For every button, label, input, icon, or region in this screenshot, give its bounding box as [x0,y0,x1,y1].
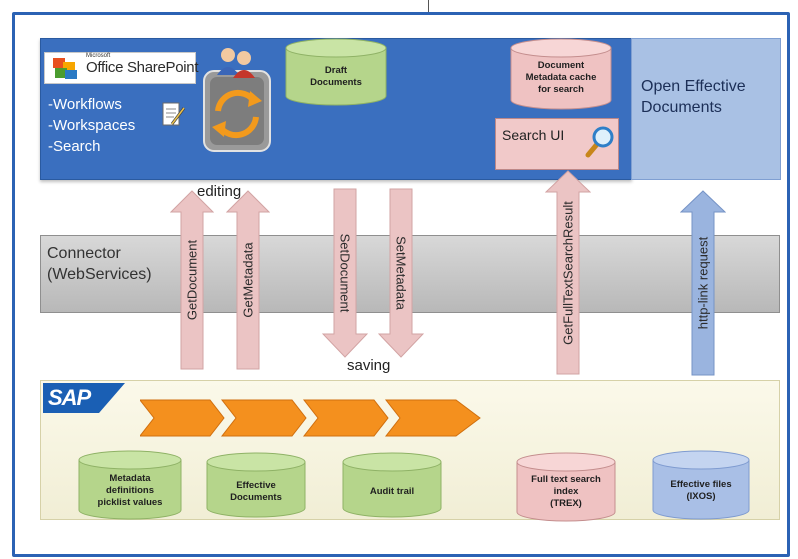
connector-label-line1: Connector [47,245,121,262]
fulltext-line1: Full text search [531,474,601,485]
workflow-users-icon [203,48,271,152]
effective-docs-line2: Documents [230,492,282,503]
cache-label-line1: Document [537,60,585,71]
audit-trail-line1: Audit trail [369,486,415,497]
fulltext-line2: index [553,486,579,497]
metadata-def-line3: picklist values [97,497,163,508]
get-fulltext-arrow: GetFullTextSearchResult [545,170,591,375]
sap-logo-text: SAP [48,385,91,410]
connector-label-line2: (WebServices) [47,266,152,283]
fulltext-line3: (TREX) [550,498,582,509]
process-chevrons [140,399,481,437]
draft-label-line2: Documents [310,77,362,88]
get-document-label: GetDocument [184,239,200,321]
metadata-cache-storage: Document Metadata cache for search [510,38,612,110]
set-document-label: SetDocument [337,233,353,313]
magnifier-icon [585,126,614,158]
office-logo-icon [53,58,77,79]
logo-small-text: Microsoft [86,53,111,59]
connector-label: Connector (WebServices) [47,243,152,285]
feature-search: -Search [48,138,101,155]
open-effective-label: Open Effective Documents [641,78,746,116]
metadata-def-line1: Metadata [109,473,151,484]
draft-label-line1: Draft [324,65,348,76]
logo-text: Office SharePoint [86,59,199,76]
audit-trail-storage: Audit trail [342,452,442,518]
set-document-arrow: SetDocument [322,188,368,358]
open-effective-panel [631,38,781,180]
effective-documents-storage: Effective Documents [206,452,306,518]
set-metadata-arrow: SetMetadata [378,188,424,358]
cache-label-line3: for search [538,84,584,95]
sharepoint-feature-list: -Workflows -Workspaces -Search [48,94,135,157]
office-sharepoint-logo [44,52,196,84]
get-metadata-label: GetMetadata [240,242,256,318]
feature-workflows: -Workflows [48,96,122,113]
search-ui-label: Search UI [502,127,565,143]
http-link-label: http-link request [695,236,711,330]
get-fulltext-label: GetFullTextSearchResult [560,200,576,345]
metadata-def-line2: definitions [105,485,155,496]
process-step-3 [302,399,389,437]
metadata-definitions-storage: Metadata definitions picklist values [78,450,182,520]
effective-files-line2: (IXOS) [686,491,716,502]
get-document-arrow: GetDocument [170,190,214,370]
editing-label: editing [197,183,242,200]
effective-docs-line1: Effective [236,480,276,491]
form-edit-icon [162,102,186,126]
get-metadata-arrow: GetMetadata [226,190,270,370]
http-link-arrow: http-link request [680,190,726,376]
effective-files-storage: Effective files (IXOS) [652,450,750,520]
saving-label: saving [347,357,391,374]
cache-label-line2: Metadata cache [525,72,597,83]
set-metadata-label: SetMetadata [393,236,409,310]
fulltext-index-storage: Full text search index (TREX) [516,452,616,522]
sap-logo: SAP [43,383,125,413]
feature-workspaces: -Workspaces [48,117,136,134]
process-step-2 [220,399,307,437]
draft-documents-storage: Draft Documents [285,38,387,106]
top-tick-mark [428,0,429,12]
process-step-1 [140,399,225,437]
effective-files-line1: Effective files [670,479,732,490]
process-step-4 [384,399,481,437]
